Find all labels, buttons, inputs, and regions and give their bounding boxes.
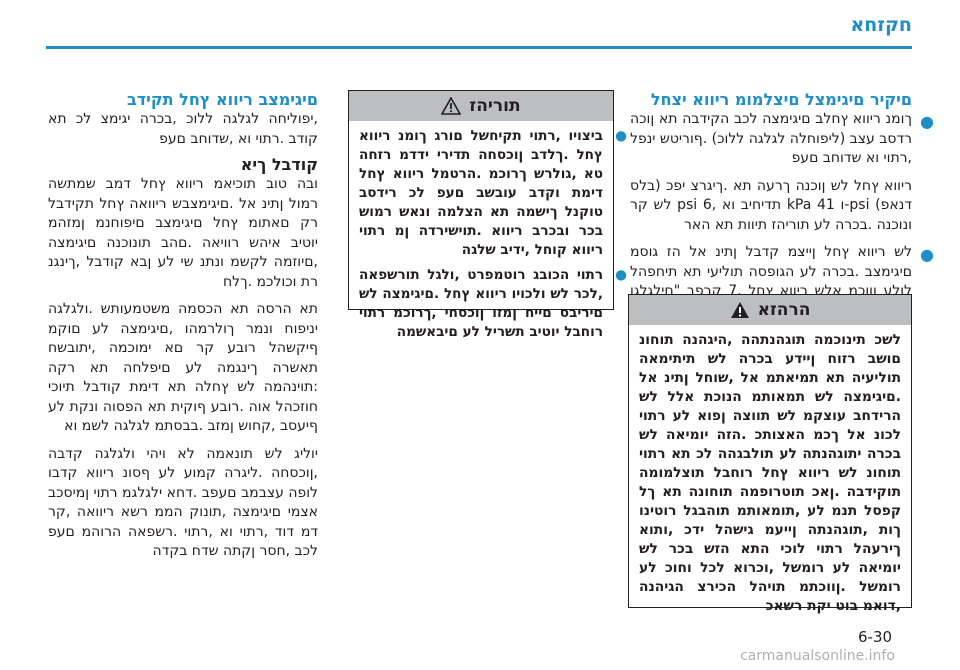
body-text: יוליג לש תונאמה לא ויהי ולגלגה קדבה ,ןוכ… (48, 445, 318, 560)
bullet-icon: ● (615, 128, 627, 144)
page-number: 6-30 (858, 628, 893, 646)
header-rule (46, 46, 912, 49)
body-text: ךומנ ריווא ץחלב םיגימצה לכב הקידבה תא ןו… (630, 111, 912, 166)
bullet-icon: ● (615, 267, 627, 283)
section-heading: םיגימצב ריווא ץחל תקידב (126, 90, 318, 109)
bullet-item: ● ךומנ ריווא ץחלב םיגימצה לכב הקידבה תא … (630, 110, 934, 169)
caution-bullet: ● רתוי הכובג רוטמפרט ,ולגל תורשפאה ,לכר … (359, 266, 627, 342)
section-title: חקזחא (850, 14, 912, 36)
bullet-icon: ● (920, 245, 934, 264)
caution-triangle-icon (441, 97, 462, 115)
caution-box: תוריהז ● ביצויו ,רתוי תקיחשל םורג ךומנ ר… (348, 90, 627, 340)
warning-triangle-icon (730, 302, 749, 318)
watermark: carmanualsonline.info (740, 648, 895, 664)
left-column: םיגימצב ריווא ץחל תקידב ,יפוליחה לגלגה ל… (48, 90, 318, 562)
warning-text: לשכ תינוכמה תוגהנתהה ,היגהנה תוחונ םושב … (639, 332, 901, 614)
warning-box: הרהזא לשכ תינוכמה תוגהנתהה ,היגהנה תוחונ… (628, 294, 912, 614)
right-column: םיקיר םיגימצל םיצלמומ ריווא יצחל ● ךומנ … (630, 90, 934, 321)
body-text: תא הרסה תא הכסמה משטמעותש .ולגלגה יניפוח… (48, 301, 318, 434)
body-text: ,יפוליחה לגלגה ללוכ ,בכרה יגימצ לכ תא קו… (48, 111, 318, 147)
section-heading: םיקיר םיגימצל םיצלמומ ריווא יצחל (650, 90, 912, 109)
caution-title: תוריהז (469, 96, 521, 116)
caution-text: רתוי הכובג רוטמפרט ,ולגל תורשפאה ,לכר לש… (359, 267, 603, 340)
caution-text: ביצויו ,רתוי תקיחשל םורג ךומנ ריווא ץחל … (359, 128, 603, 258)
subheading: קודבל ךיא (240, 155, 318, 174)
bullet-icon: ● (920, 112, 934, 131)
caution-header: תוריהז (349, 91, 613, 121)
warning-header: הרהזא (629, 295, 911, 325)
caution-bullet: ● ביצויו ,רתוי תקיחשל םורג ךומנ ריווא ץח… (359, 127, 627, 260)
body-text: ריווא ץחל לש ןוכנה ךרעה תא .ךיגרצ יפכ (ב… (630, 177, 912, 233)
body-text: ובה טוב תוכיאמ ריווא ץחל דמב שמתשה רמול … (48, 176, 318, 290)
warning-title: הרהזא (757, 300, 811, 320)
